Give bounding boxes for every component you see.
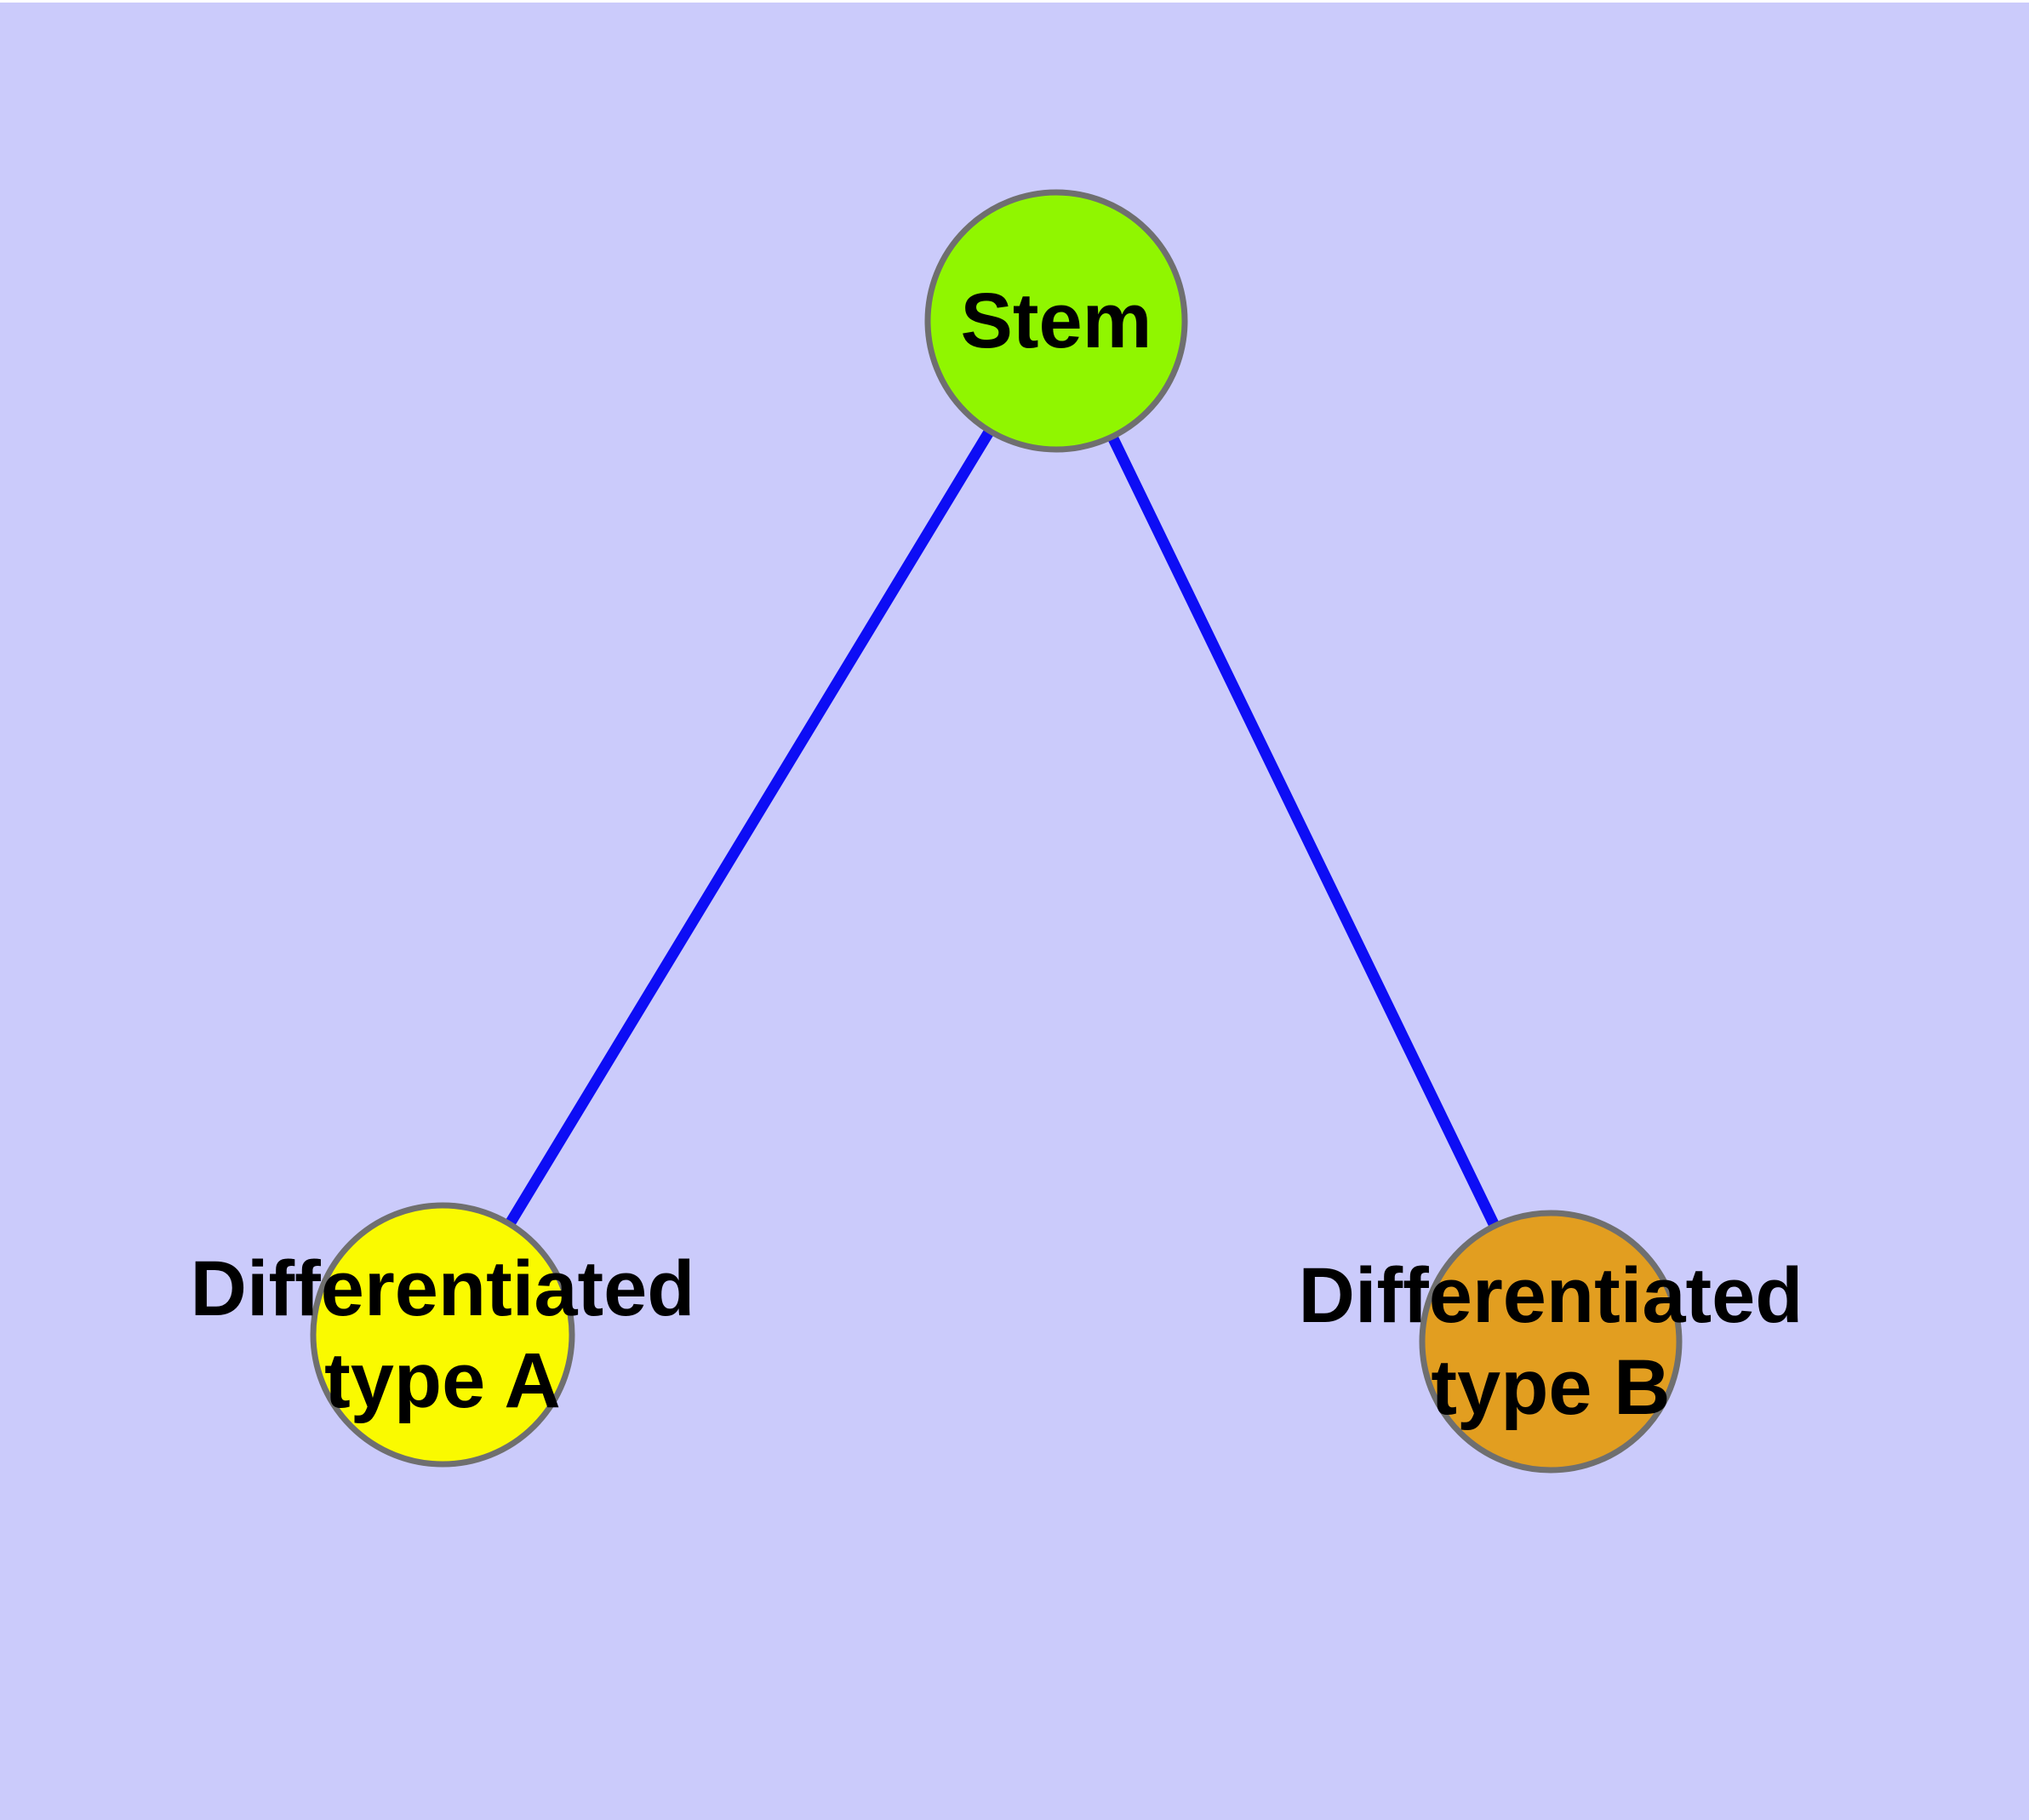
graph-edge-stem-diff-a — [437, 318, 1061, 1338]
node-label-diff-b-line2: type B — [1431, 1344, 1670, 1431]
node-label-stem-line1: Stem — [961, 278, 1152, 364]
graph-edge-stem-diff-b — [1051, 318, 1556, 1344]
graph-node-stem — [924, 189, 1188, 453]
graph-node-diff-b — [1419, 1210, 1683, 1474]
node-label-diff-a-line1: Differentiated — [191, 1245, 695, 1332]
top-edge-strip — [0, 0, 2029, 3]
node-label-diff-b-line1: Differentiated — [1299, 1252, 1803, 1339]
graph-node-diff-a — [310, 1202, 575, 1468]
node-label-diff-a-line2: type A — [324, 1337, 561, 1424]
